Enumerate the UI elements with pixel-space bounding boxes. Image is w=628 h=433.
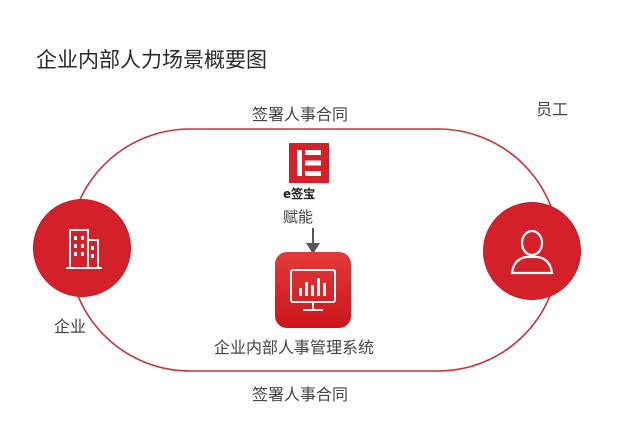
enterprise-label: 企业 bbox=[54, 317, 87, 336]
page-title: 企业内部人力场景概要图 bbox=[36, 48, 267, 72]
energize-label: 赋能 bbox=[283, 208, 314, 226]
top-contract-label: 签署人事合同 bbox=[252, 105, 349, 124]
enterprise-node bbox=[34, 200, 130, 296]
employee-label: 员工 bbox=[536, 100, 569, 119]
system-label: 企业内部人事管理系统 bbox=[214, 338, 375, 357]
esign-brand-text: e签宝 bbox=[283, 187, 316, 201]
building-icon bbox=[66, 229, 102, 269]
system-app-tile bbox=[275, 252, 351, 328]
bottom-contract-label: 签署人事合同 bbox=[252, 385, 349, 404]
person-icon bbox=[510, 229, 554, 275]
energize-arrow-head bbox=[306, 243, 320, 254]
contract-loop-path bbox=[68, 128, 560, 372]
monitor-chart-icon bbox=[290, 269, 336, 311]
esign-logo-icon bbox=[289, 143, 329, 183]
employee-node bbox=[484, 203, 580, 299]
